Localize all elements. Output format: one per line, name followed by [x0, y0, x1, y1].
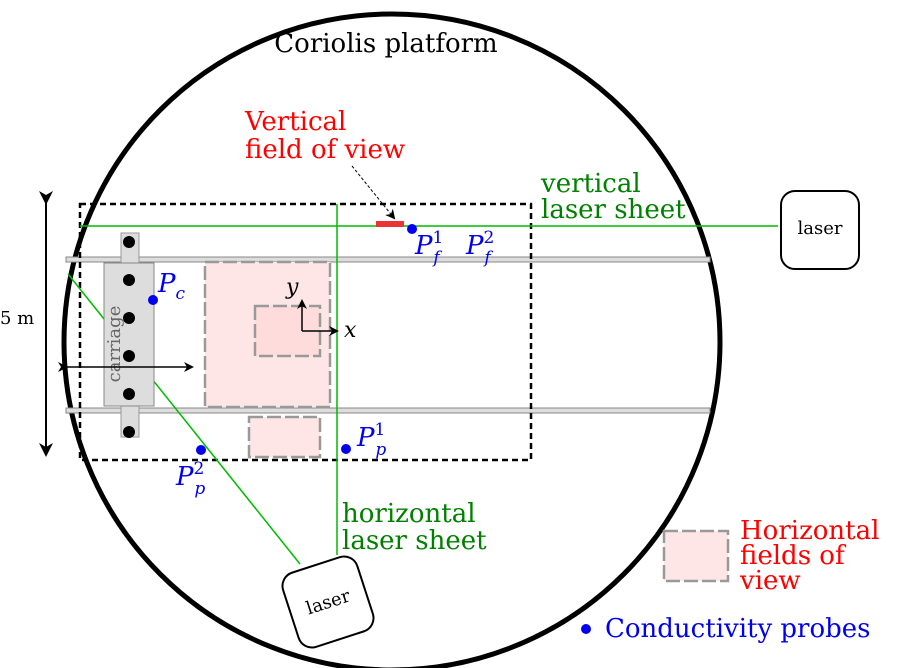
y-axis-label: y [285, 275, 299, 300]
probe-pf1-dot [407, 224, 417, 234]
measurement-domain [78, 202, 533, 462]
horizontal-fov-lower [247, 415, 322, 459]
legend-probe-dot [581, 624, 591, 634]
carriage: carriage [103, 232, 155, 438]
scale-label: 5 m [0, 308, 34, 329]
legend-probe-label: Conductivity probes [605, 614, 871, 644]
laser-bottom: laser [281, 555, 375, 649]
rail-bottom [65, 407, 711, 414]
vertical-laser-label-1: vertical [540, 169, 641, 199]
legend-fov-label-1: Horizontal [740, 516, 879, 546]
probes [148, 224, 417, 455]
probe-pc-label: Pc [157, 269, 186, 304]
laser-right-label: laser [798, 218, 843, 239]
platform-circle [61, 11, 723, 668]
legend-fov-label-3: view [739, 566, 801, 596]
vertical-fov-label-2: field of view [245, 135, 405, 165]
horizontal-laser-label-1: horizontal [342, 499, 476, 529]
vertical-fov-bar [376, 221, 404, 227]
legend-fov-label-2: fields of [740, 541, 847, 571]
rail-top [65, 256, 711, 263]
x-axis-label: x [344, 318, 357, 343]
vertical-laser-label-2: laser sheet [541, 195, 686, 225]
carriage-label: carriage [104, 306, 125, 383]
vertical-fov-pointer [351, 165, 396, 220]
probe-pc-dot [148, 295, 158, 305]
legend-fov-swatch [662, 529, 730, 583]
horizontal-laser-label-2: laser sheet [342, 526, 487, 556]
probe-pp1-dot [341, 444, 351, 454]
vertical-fov-label-1: Vertical [244, 107, 346, 137]
laser-right: laser [780, 190, 860, 270]
platform-title: Coriolis platform [274, 29, 497, 59]
probe-pp2-dot [196, 445, 206, 455]
